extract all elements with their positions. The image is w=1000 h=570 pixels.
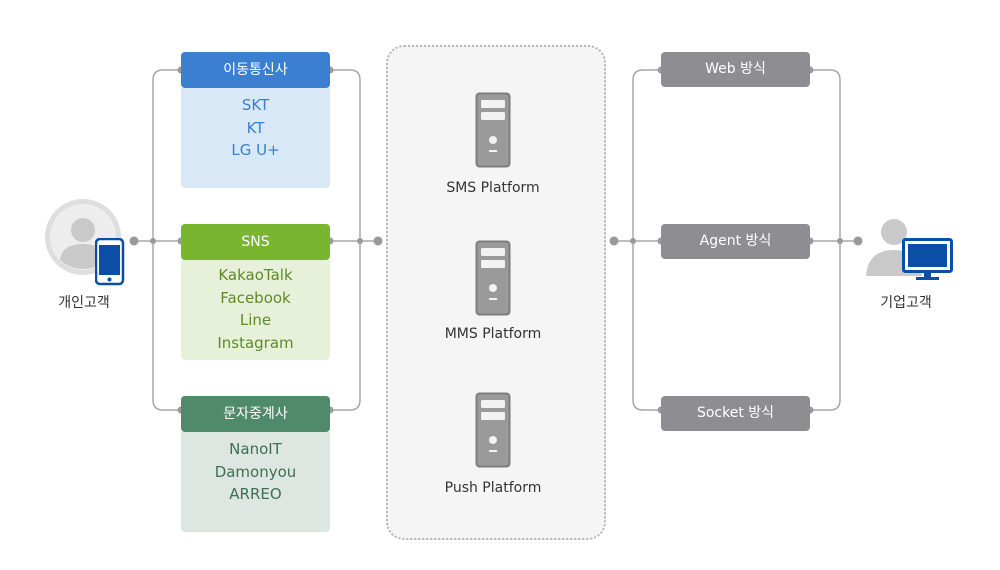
list-item: LG U+ — [231, 141, 280, 159]
list-item: ARREO — [229, 485, 282, 503]
list-item: Instagram — [217, 333, 294, 352]
list-item: Damonyou — [214, 462, 297, 481]
group-sns-title: SNS — [181, 224, 330, 260]
server-icon — [475, 92, 511, 168]
web-method-box: Web 방식 — [661, 52, 810, 87]
list-item: SKT — [241, 96, 270, 114]
list-item: Line — [239, 311, 272, 329]
group-sns-list: KakaoTalk Facebook Line Instagram — [181, 260, 330, 360]
monitor-icon — [902, 238, 953, 280]
group-relay-list: NanoIT Damonyou ARREO — [181, 432, 330, 532]
sms-platform-label: SMS Platform — [446, 180, 540, 196]
agent-method-box: Agent 방식 — [661, 224, 810, 259]
list-item: NanoIT — [229, 440, 282, 458]
list-item: Facebook — [220, 288, 291, 307]
list-item: KakaoTalk — [218, 266, 293, 284]
server-icon — [475, 392, 511, 468]
list-item: KT — [246, 118, 265, 137]
group-carriers-title: 이동통신사 — [181, 52, 330, 88]
business-customer-label: 기업고객 — [880, 295, 932, 311]
server-icon — [475, 240, 511, 316]
group-carriers-list: SKT KT LG U+ — [181, 88, 330, 188]
push-platform-label: Push Platform — [444, 480, 542, 496]
personal-customer-label: 개인고객 — [58, 295, 110, 311]
socket-method-box: Socket 방식 — [661, 396, 810, 431]
mms-platform-label: MMS Platform — [444, 326, 542, 342]
mobile-phone-icon — [95, 238, 125, 286]
group-relay-title: 문자중계사 — [181, 396, 330, 432]
